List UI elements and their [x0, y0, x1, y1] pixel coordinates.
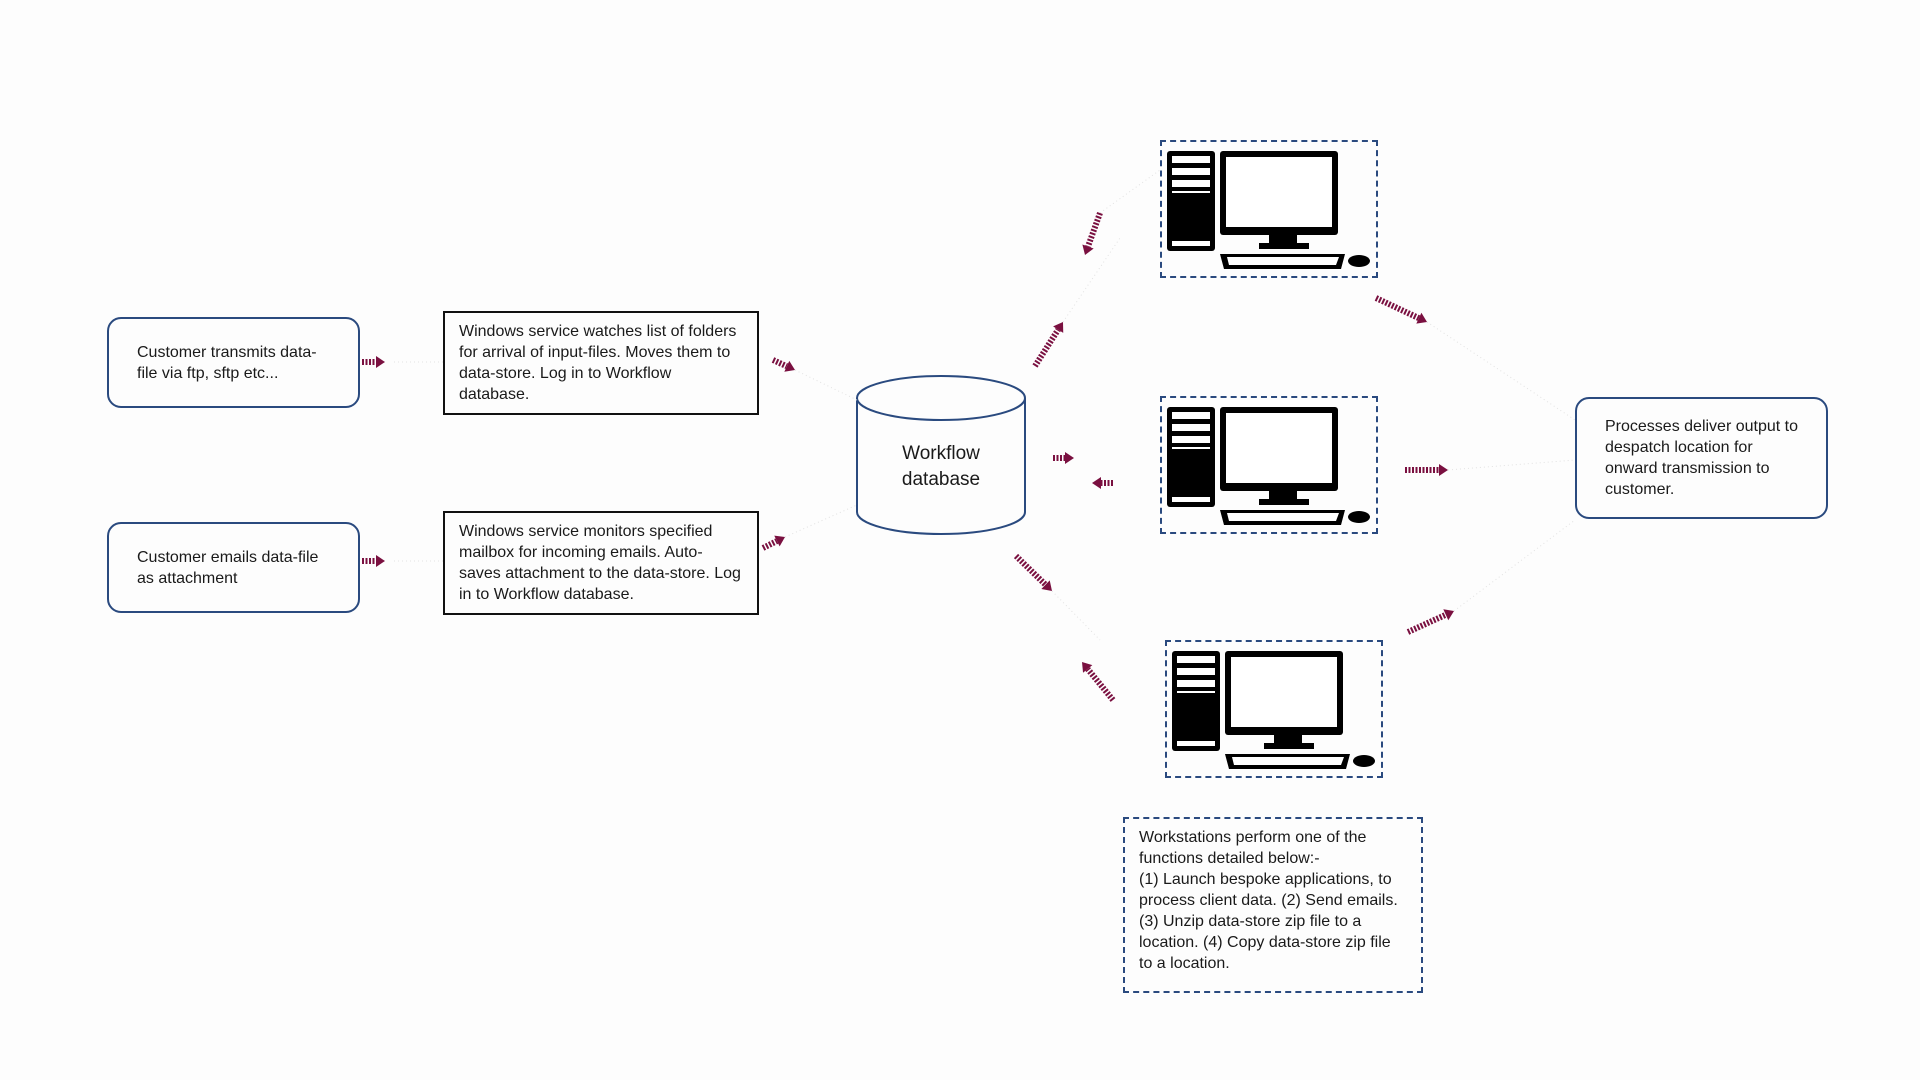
- database-label-line1: Workflow: [902, 443, 980, 464]
- arrow-db-to-ws-middle: [1053, 452, 1074, 464]
- workstation-description-line: process client data. (2) Send emails.: [1139, 892, 1398, 909]
- arrow-db-to-ws-top: [1032, 322, 1064, 368]
- workstation-description-line: Workstations perform one of the: [1139, 829, 1367, 846]
- arrow-db-to-ws-bottom: [1013, 553, 1052, 591]
- workstation-frame-bottom: [1165, 640, 1383, 778]
- computer-icon: [1167, 151, 1370, 269]
- workstation-description-line: to a location.: [1139, 955, 1230, 972]
- mailbox-monitor-service-node: Windows service monitors specified mailb…: [443, 511, 759, 615]
- arrow-watch-to-db: [771, 357, 795, 372]
- workstation-frame-middle: [1160, 396, 1378, 534]
- faint-connector-line: [794, 369, 858, 401]
- arrow-ws-top-to-db: [1082, 211, 1103, 255]
- customer-ftp-node: Customer transmits data-file via ftp, sf…: [107, 317, 360, 408]
- folder-watch-service-node: Windows service watches list of folders …: [443, 311, 759, 415]
- output-despatch-text: Processes deliver output to despatch loc…: [1605, 418, 1798, 498]
- connector-arrows: [362, 169, 1576, 702]
- computer-icon: [1172, 651, 1375, 769]
- arrow-ws-top-to-output: [1374, 295, 1427, 324]
- faint-connector-line: [784, 504, 858, 538]
- database-label-line2: database: [901, 469, 981, 490]
- arrow-ws-middle-to-output: [1405, 464, 1448, 476]
- faint-connector-line: [1051, 590, 1101, 641]
- faint-connector-line: [1426, 321, 1576, 421]
- arrow-ws-bottom-to-db: [1082, 662, 1116, 702]
- faint-connector-line: [1099, 169, 1161, 214]
- database-label: Workflow database: [857, 441, 1025, 493]
- folder-watch-service-text: Windows service watches list of folders …: [459, 323, 737, 403]
- workstation-description-line: functions detailed below:-: [1139, 850, 1320, 867]
- customer-ftp-text: Customer transmits data-file via ftp, sf…: [137, 343, 317, 382]
- arrow-ws-bottom-to-output: [1406, 609, 1454, 635]
- computer-icon: [1167, 407, 1370, 525]
- arrow-mailbox-to-db: [761, 535, 785, 551]
- workstation-description-line: (3) Unzip data-store zip file to a: [1139, 913, 1362, 930]
- workstation-frame-top: [1160, 140, 1378, 278]
- workstation-description-line: (1) Launch bespoke applications, to: [1139, 871, 1392, 888]
- customer-email-text: Customer emails data-file as attachment: [137, 548, 319, 587]
- output-despatch-node: Processes deliver output to despatch loc…: [1575, 397, 1828, 519]
- customer-email-node: Customer emails data-file as attachment: [107, 522, 360, 613]
- faint-connector-line: [1447, 459, 1576, 471]
- workstation-description-line: location. (4) Copy data-store zip file: [1139, 934, 1391, 951]
- database-cylinder: [856, 375, 1026, 535]
- arrow-email-to-mailbox: [362, 555, 385, 567]
- faint-connector-line: [1453, 519, 1576, 612]
- arrow-ftp-to-watch: [362, 356, 385, 368]
- faint-connector-line: [1062, 237, 1121, 323]
- workstation-description-text: Workstations perform one of the functions…: [1139, 827, 1407, 974]
- workstation-description-node: Workstations perform one of the functions…: [1123, 817, 1423, 993]
- mailbox-monitor-service-text: Windows service monitors specified mailb…: [459, 523, 741, 603]
- arrow-ws-middle-to-db: [1092, 477, 1113, 489]
